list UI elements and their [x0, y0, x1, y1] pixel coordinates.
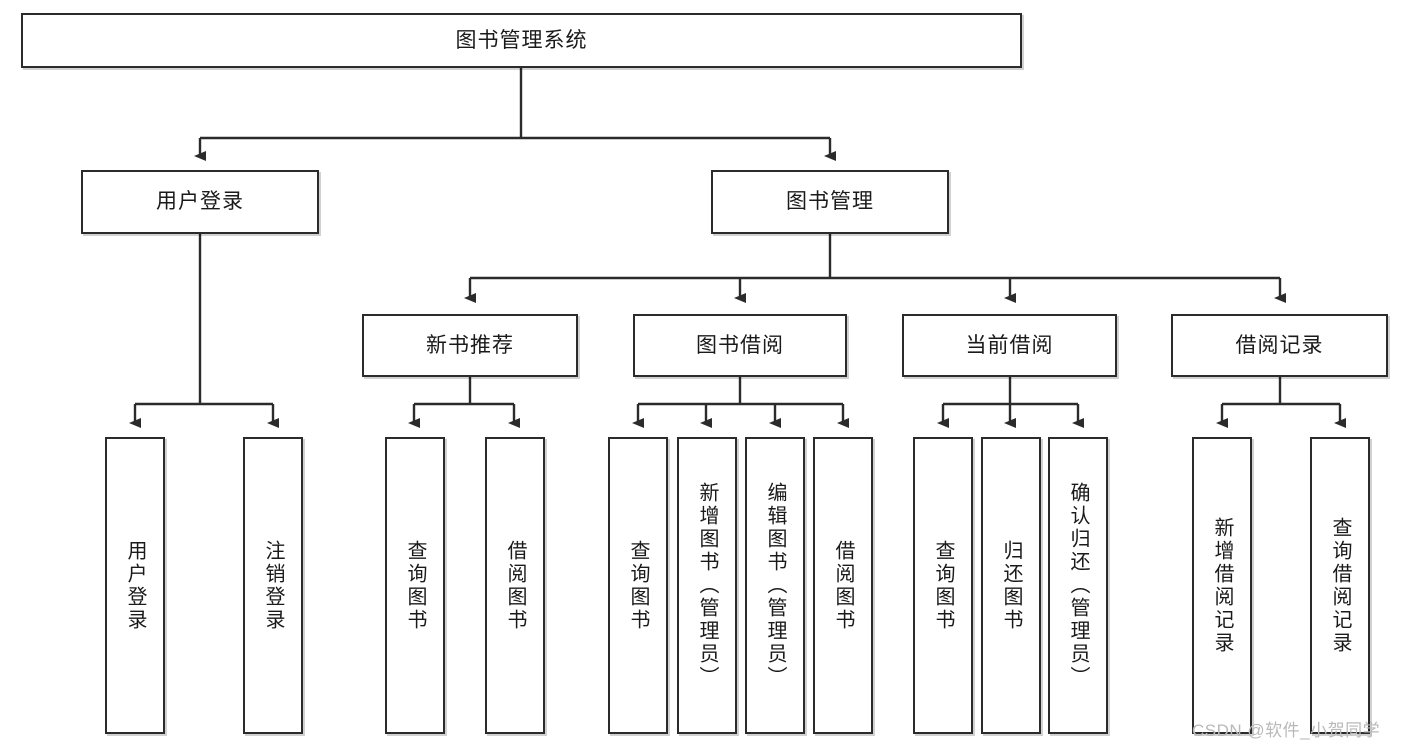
node-borrowing-record[interactable]: 借阅记录: [1171, 314, 1388, 377]
leaf-book-borrow-query-books[interactable]: 查询图书: [608, 437, 668, 734]
leaf-current-borrow-query-books[interactable]: 查询图书: [913, 437, 973, 734]
leaf-current-borrow-confirm-return-admin[interactable]: 确认归还（管理员）: [1048, 437, 1108, 734]
leaf-borrow-record-add-record[interactable]: 新增借阅记录: [1192, 437, 1252, 734]
node-label: 图书管理系统: [455, 28, 588, 52]
node-label: 查询图书: [932, 539, 954, 632]
node-label: 注销登录: [262, 539, 284, 632]
leaf-user-login-logout[interactable]: 注销登录: [243, 437, 303, 734]
leaf-new-book-borrow-books[interactable]: 借阅图书: [485, 437, 545, 734]
node-label: 归还图书: [1000, 539, 1022, 632]
node-label: 编辑图书（管理员）: [764, 482, 786, 689]
node-root-library-management-system[interactable]: 图书管理系统: [21, 13, 1022, 68]
node-label: 借阅记录: [1235, 333, 1324, 357]
node-label: 查询借阅记录: [1329, 516, 1351, 655]
leaf-book-borrow-add-book-admin[interactable]: 新增图书（管理员）: [677, 437, 737, 734]
leaf-book-borrow-borrow-books[interactable]: 借阅图书: [813, 437, 873, 734]
node-label: 用户登录: [156, 190, 244, 214]
node-label: 用户登录: [124, 539, 146, 632]
node-label: 借阅图书: [504, 539, 526, 632]
leaf-borrow-record-query-record[interactable]: 查询借阅记录: [1310, 437, 1370, 734]
node-book-management[interactable]: 图书管理: [711, 170, 949, 234]
node-label: 新增图书（管理员）: [696, 482, 718, 689]
leaf-book-borrow-edit-book-admin[interactable]: 编辑图书（管理员）: [745, 437, 805, 734]
node-label: 当前借阅: [965, 333, 1054, 357]
node-label: 确认归还（管理员）: [1067, 482, 1089, 689]
csdn-watermark: CSDN @软件_小贺同学: [1192, 721, 1381, 740]
leaf-new-book-query-books[interactable]: 查询图书: [385, 437, 445, 734]
node-new-book-recommendation[interactable]: 新书推荐: [362, 314, 578, 377]
node-label: 借阅图书: [832, 539, 854, 632]
node-label: 图书管理: [786, 190, 874, 214]
node-label: 图书借阅: [696, 333, 784, 357]
leaf-current-borrow-return-books[interactable]: 归还图书: [981, 437, 1041, 734]
node-label: 查询图书: [627, 539, 649, 632]
node-current-borrowing[interactable]: 当前借阅: [902, 314, 1117, 377]
leaf-user-login-login[interactable]: 用户登录: [105, 437, 165, 734]
node-label: 新增借阅记录: [1211, 516, 1233, 655]
node-label: 查询图书: [404, 539, 426, 632]
node-book-borrowing[interactable]: 图书借阅: [633, 314, 847, 377]
node-label: 新书推荐: [426, 333, 514, 357]
node-user-login[interactable]: 用户登录: [81, 170, 319, 234]
